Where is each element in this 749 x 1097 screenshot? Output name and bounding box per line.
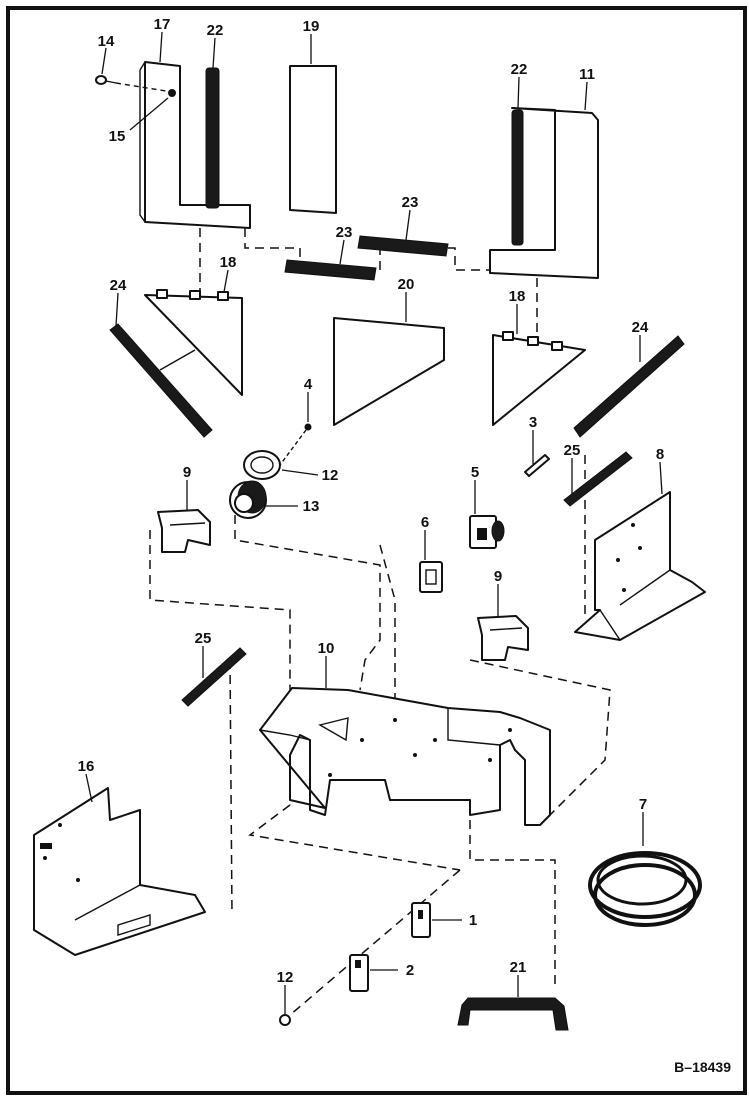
part-11-right-rear-panel xyxy=(489,107,599,279)
part-20-baffle-plate xyxy=(333,317,445,426)
part-8-right-side-bracket xyxy=(574,491,706,641)
part-16-left-side-bracket xyxy=(33,787,206,956)
part-1-clip xyxy=(411,902,431,938)
part-22-left-seal-strip xyxy=(205,67,220,209)
callout-19: 19 xyxy=(303,18,320,35)
callout-1: 1 xyxy=(469,912,477,929)
part-2-clip xyxy=(349,954,369,992)
part-24-right-angle-strip xyxy=(573,335,685,438)
callout-24-left: 24 xyxy=(110,277,127,294)
part-10-dash-panel xyxy=(259,687,551,826)
callout-5: 5 xyxy=(471,464,479,481)
callout-22-right: 22 xyxy=(511,61,528,78)
part-24-left-angle-strip xyxy=(109,323,213,438)
callout-13: 13 xyxy=(303,498,320,515)
callout-25-left: 25 xyxy=(195,630,212,647)
callout-3: 3 xyxy=(529,414,537,431)
callout-18-right: 18 xyxy=(509,288,526,305)
part-6-switch-plate xyxy=(419,561,443,593)
callout-6: 6 xyxy=(421,514,429,531)
part-21-grab-handle xyxy=(457,997,569,1031)
part-7-hose-coil xyxy=(588,851,702,927)
callout-7: 7 xyxy=(639,796,647,813)
part-3-pin xyxy=(524,454,550,477)
callout-24-right: 24 xyxy=(632,319,649,336)
part-12-gauge-bezel xyxy=(243,450,281,480)
alignment-lines xyxy=(149,228,611,1016)
callout-14: 14 xyxy=(98,33,115,50)
part-25-right-angle-strip xyxy=(563,451,633,507)
part-13-gauge xyxy=(229,480,267,519)
part-17-left-rear-panel xyxy=(139,61,251,229)
part-18-right-gusset xyxy=(492,331,586,426)
callout-15: 15 xyxy=(109,128,126,145)
callout-10: 10 xyxy=(318,640,335,657)
callout-23-lower: 23 xyxy=(336,224,353,241)
part-4-nut xyxy=(304,423,312,431)
callout-9-upper: 9 xyxy=(183,464,191,481)
callout-22-left: 22 xyxy=(207,22,224,39)
drawing-number: B–18439 xyxy=(674,1059,731,1075)
part-9-lower-bracket xyxy=(477,615,529,661)
part-25-left-angle-strip xyxy=(181,647,247,707)
part-12-small-nut xyxy=(279,1014,291,1026)
callout-8: 8 xyxy=(656,446,664,463)
callout-labels: 14 17 22 19 22 11 15 23 23 18 24 20 18 2… xyxy=(78,16,665,986)
callout-4: 4 xyxy=(304,376,313,393)
page-border xyxy=(6,6,747,1095)
callout-12-lower: 12 xyxy=(277,969,294,986)
part-23-lower-seal-strip xyxy=(284,259,377,281)
callout-2: 2 xyxy=(406,962,414,979)
callout-11: 11 xyxy=(579,66,595,83)
callout-9-lower: 9 xyxy=(494,568,502,585)
part-23-upper-seal-strip xyxy=(357,235,449,257)
callout-17: 17 xyxy=(154,16,171,33)
callout-25-right: 25 xyxy=(564,442,581,459)
part-5-switch xyxy=(469,515,505,549)
callout-12-upper: 12 xyxy=(322,467,339,484)
part-14-screw xyxy=(95,75,167,92)
callout-23-upper: 23 xyxy=(402,194,419,211)
callout-16: 16 xyxy=(78,758,95,775)
callout-18-left: 18 xyxy=(220,254,237,271)
callout-leaders xyxy=(85,31,663,1014)
part-19-foam-block xyxy=(289,65,337,214)
part-22-right-seal-strip xyxy=(511,109,524,246)
part-18-left-gusset xyxy=(144,289,243,396)
callout-21: 21 xyxy=(510,959,527,976)
callout-20: 20 xyxy=(398,276,415,293)
part-9-upper-bracket xyxy=(157,509,211,553)
